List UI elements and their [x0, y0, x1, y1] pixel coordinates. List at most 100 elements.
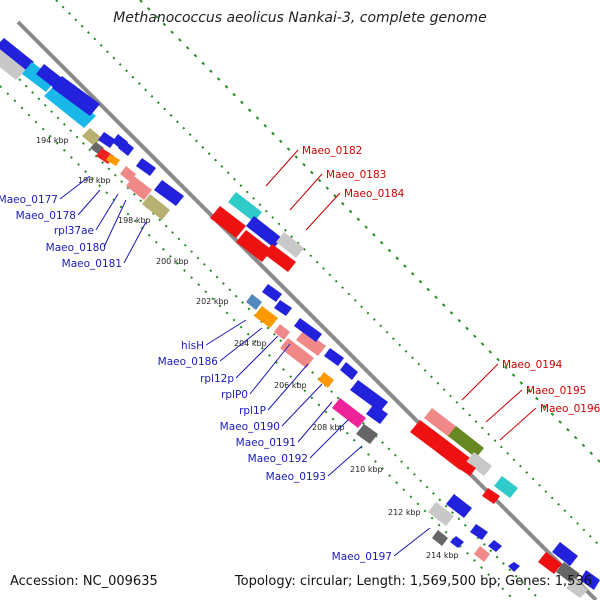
gene-label[interactable]: Maeo_0186 — [158, 356, 219, 368]
gene-label[interactable]: hisH — [181, 340, 204, 352]
red-leader-lines — [265, 149, 537, 441]
gene-arrow[interactable] — [22, 62, 56, 92]
gene-arrow[interactable] — [36, 64, 62, 88]
gene-arrow[interactable] — [356, 424, 378, 444]
leader-line — [95, 193, 119, 231]
gene-arrow[interactable] — [466, 452, 492, 476]
gene-arrow[interactable] — [488, 540, 502, 552]
gene-arrow[interactable] — [366, 404, 388, 424]
gene-label[interactable]: Maeo_0193 — [266, 471, 326, 483]
gene-arrow[interactable] — [294, 318, 322, 342]
gene-label[interactable]: rpl12p — [200, 373, 234, 385]
leader-line — [77, 189, 101, 216]
gene-arrow[interactable] — [410, 420, 444, 450]
gene-arrow[interactable] — [428, 502, 454, 526]
gene-arrow[interactable] — [264, 244, 296, 272]
gene-arrow[interactable] — [332, 398, 366, 428]
gene-arrow[interactable] — [458, 460, 476, 476]
gene-arrow[interactable] — [508, 562, 520, 572]
gene-label[interactable]: Maeo_0194 — [502, 359, 563, 371]
gene-arrow[interactable] — [262, 284, 282, 302]
gene-arrow[interactable] — [246, 294, 262, 310]
gene-arrow[interactable] — [552, 542, 578, 566]
gene-arrow[interactable] — [276, 232, 304, 258]
leader-line — [461, 363, 499, 401]
kbp-tick-label: 206 kbp — [274, 381, 307, 390]
gene-arrow[interactable] — [274, 324, 290, 340]
gene-label[interactable]: Maeo_0183 — [326, 169, 386, 181]
gene-arrow[interactable] — [118, 140, 134, 156]
gene-arrow[interactable] — [424, 408, 458, 438]
gene-label[interactable]: Maeo_0196 — [540, 403, 600, 415]
gene-label[interactable]: Maeo_0181 — [62, 258, 122, 270]
gene-arrow[interactable] — [494, 476, 518, 498]
gene-label[interactable]: rplP0 — [221, 389, 248, 401]
gene-label[interactable]: Maeo_0178 — [16, 210, 76, 222]
gene-label[interactable]: Maeo_0177 — [0, 194, 58, 206]
kbp-tick-label: 212 kbp — [388, 508, 421, 517]
gene-arrow[interactable] — [350, 380, 388, 412]
gene-arrow[interactable] — [120, 166, 136, 182]
gene-arrow[interactable] — [450, 536, 464, 548]
kbp-tick-label: 200 kbp — [156, 257, 189, 266]
gene-label[interactable]: Maeo_0195 — [526, 385, 586, 397]
gene-label[interactable]: rpl1P — [239, 405, 266, 417]
gene-arrow[interactable] — [470, 524, 488, 540]
gene-arrow[interactable] — [136, 158, 156, 176]
gene-arrow[interactable] — [274, 300, 292, 316]
dotted-track-outer — [55, 0, 600, 547]
gene-arrow[interactable] — [448, 426, 484, 458]
kbp-tick-label: 194 kbp — [36, 136, 69, 145]
gene-label[interactable]: Maeo_0192 — [248, 453, 308, 465]
gene-arrow[interactable] — [446, 494, 472, 518]
gene-arrow[interactable] — [254, 306, 278, 328]
kbp-tick-label: 202 kbp — [196, 297, 229, 306]
gene-arrow[interactable] — [236, 230, 272, 262]
leader-line — [499, 407, 537, 441]
gene-arrow[interactable] — [126, 176, 152, 200]
gene-arrow[interactable] — [434, 438, 470, 470]
gene-arrow[interactable] — [432, 530, 448, 546]
gene-arrow[interactable] — [98, 132, 116, 148]
gene-label[interactable]: Maeo_0182 — [302, 145, 362, 157]
kbp-tick-label: 198 kbp — [118, 216, 151, 225]
gene-arrow[interactable] — [324, 348, 344, 366]
gene-arrow[interactable] — [566, 578, 588, 598]
dotted-track-far-left — [0, 85, 515, 600]
leader-line — [297, 401, 333, 443]
leader-line — [219, 327, 263, 362]
gene-arrow[interactable] — [52, 76, 100, 116]
gene-label[interactable]: Maeo_0180 — [46, 242, 106, 254]
gene-arrow[interactable] — [0, 38, 34, 72]
gene-arrow[interactable] — [228, 192, 262, 222]
gene-arrow[interactable] — [106, 154, 120, 166]
gene-arrow[interactable] — [82, 128, 102, 146]
leader-line — [289, 173, 323, 211]
gene-arrow[interactable] — [296, 330, 326, 356]
gene-arrow[interactable] — [210, 206, 246, 238]
gene-label[interactable]: rpl37ae — [54, 225, 94, 237]
gene-label[interactable]: Maeo_0190 — [220, 421, 280, 433]
gene-label[interactable]: Maeo_0197 — [332, 551, 392, 563]
leader-line — [327, 445, 363, 477]
gene-arrow[interactable] — [482, 488, 500, 504]
gene-arrow[interactable] — [154, 180, 184, 206]
leader-line — [205, 319, 247, 346]
reverse-strand-genes — [0, 38, 520, 572]
gene-label[interactable]: Maeo_0191 — [236, 437, 296, 449]
leader-line — [309, 419, 349, 459]
gene-arrow[interactable] — [0, 46, 26, 80]
gene-arrow[interactable] — [318, 372, 334, 388]
dotted-track-inner — [0, 59, 541, 600]
leader-line — [281, 383, 323, 427]
gene-arrow[interactable] — [340, 362, 358, 380]
gene-arrow[interactable] — [580, 570, 600, 590]
gene-arrow[interactable] — [474, 546, 490, 562]
gene-arrow[interactable] — [538, 552, 562, 574]
gene-arrow[interactable] — [142, 194, 170, 220]
gene-arrow[interactable] — [246, 216, 282, 248]
gene-arrow[interactable] — [44, 84, 96, 128]
gene-label[interactable]: Maeo_0184 — [344, 188, 405, 200]
